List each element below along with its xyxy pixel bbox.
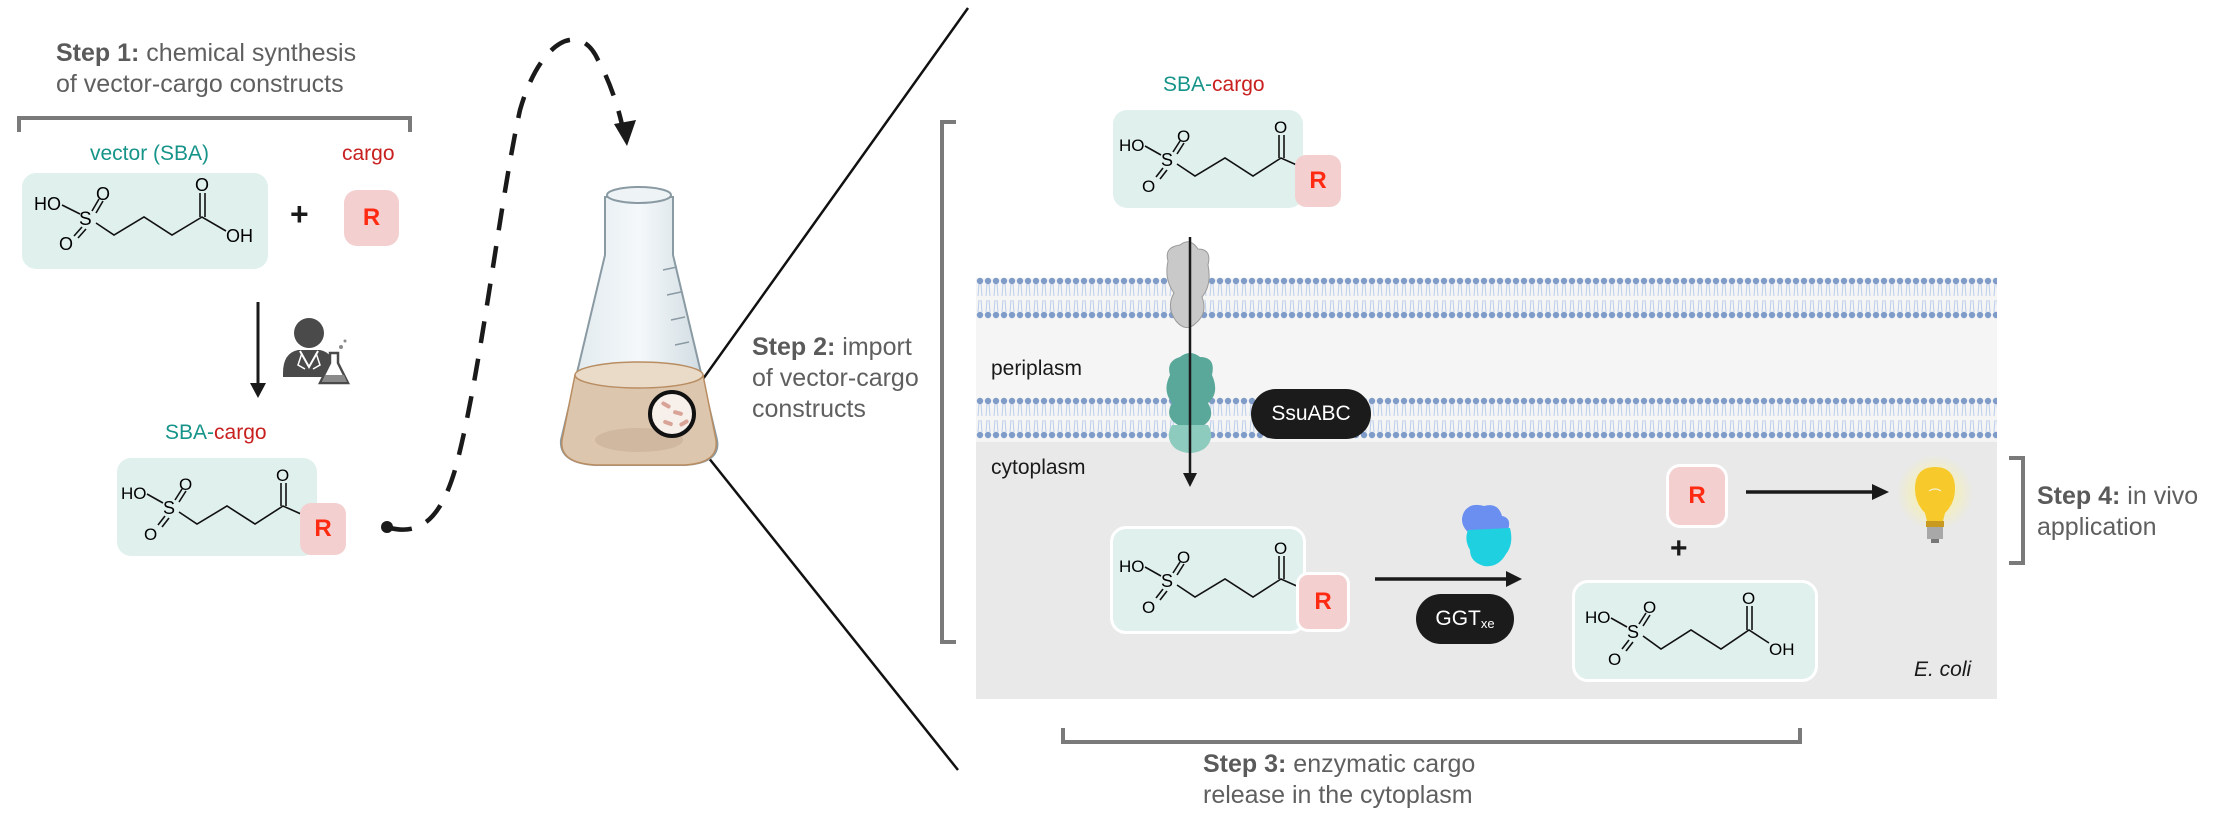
atom-ho: HO bbox=[34, 194, 61, 214]
lightbulb-icon bbox=[1895, 455, 1975, 555]
atom-s: S bbox=[79, 209, 92, 230]
atom-o-bottom: O bbox=[1142, 177, 1155, 196]
atom-ho: HO bbox=[1119, 136, 1145, 155]
step3-line2: release in the cytoplasm bbox=[1203, 781, 1473, 809]
sba-cargo-structure: HO S O O O bbox=[1119, 539, 1300, 617]
vector-label: vector (SBA) bbox=[90, 142, 210, 165]
cargo-r-group-left: R bbox=[300, 503, 346, 555]
cargo-text: cargo bbox=[1212, 73, 1265, 96]
step3-bracket bbox=[1061, 728, 1802, 744]
atom-s: S bbox=[1161, 571, 1173, 591]
dash-text: - bbox=[1205, 73, 1213, 96]
vector-sba-molecule: HO S O O O OH bbox=[22, 173, 268, 269]
transfer-arrowhead bbox=[614, 120, 636, 146]
step3-label: Step 3: enzymatic cargo release in the c… bbox=[1203, 749, 1475, 811]
dash-text: - bbox=[207, 421, 215, 444]
zoom-line-bottom bbox=[687, 431, 959, 771]
inner-membrane bbox=[976, 396, 1997, 440]
sba-cargo-structure: HO S O O O bbox=[1119, 118, 1300, 196]
atom-o-carbonyl: O bbox=[1274, 539, 1287, 558]
step1-line2: of vector-cargo constructs bbox=[56, 70, 344, 98]
sba-structure: HO S O O O OH bbox=[34, 175, 253, 254]
step1-bracket bbox=[17, 116, 412, 132]
atom-ho: HO bbox=[121, 484, 147, 503]
sba-cargo-molecule-left: HO S O O O bbox=[117, 458, 317, 556]
hydrolysis-arrow-group bbox=[1375, 504, 1522, 587]
atom-s: S bbox=[1627, 622, 1639, 642]
flask-icon bbox=[555, 175, 725, 470]
ssuabc-label: SsuABC bbox=[1251, 389, 1371, 439]
sba-text: SBA bbox=[1163, 73, 1206, 96]
atom-o-bottom: O bbox=[1142, 598, 1155, 617]
step2-title: Step 2: bbox=[752, 333, 836, 361]
step2-bracket bbox=[940, 120, 956, 644]
atom-o-bottom: O bbox=[144, 525, 157, 544]
transfer-dashed-arrow bbox=[389, 37, 625, 532]
atom-s: S bbox=[1161, 150, 1173, 170]
sba-cargo-label-left: SBA-cargo bbox=[165, 421, 267, 445]
cargo-r-group-cytoplasm: R bbox=[1296, 572, 1350, 632]
atom-ho: HO bbox=[1585, 608, 1611, 627]
outer-membrane bbox=[976, 276, 1997, 320]
synthesis-arrowhead bbox=[250, 383, 266, 398]
step2-line1: import bbox=[835, 333, 912, 361]
atom-o-carbonyl: O bbox=[276, 466, 289, 485]
plus-sign-cytoplasm: + bbox=[1670, 532, 1688, 565]
step4-bracket bbox=[2009, 456, 2025, 565]
sba-cargo-molecule-top: HO S O O O bbox=[1113, 110, 1303, 208]
sba-structure: HO S O O O OH bbox=[1585, 589, 1795, 669]
step3-line1: enzymatic cargo bbox=[1286, 750, 1476, 778]
ggt-main-text: GGT bbox=[1435, 607, 1481, 630]
atom-o-carbonyl: O bbox=[195, 175, 209, 195]
step3-title: Step 3: bbox=[1203, 750, 1287, 778]
sba-cargo-structure: HO S O O O bbox=[121, 466, 302, 544]
atom-o-top: O bbox=[96, 184, 110, 204]
cargo-r-group: R bbox=[344, 190, 399, 246]
step1-title: Step 1: bbox=[56, 39, 140, 67]
atom-o-bottom: O bbox=[1608, 650, 1621, 669]
atom-o-top: O bbox=[1643, 598, 1656, 617]
atom-o-carbonyl: O bbox=[1742, 589, 1755, 608]
bacteria-magnifier bbox=[648, 390, 696, 438]
cargo-r-group-top: R bbox=[1295, 155, 1341, 207]
step4-line2: application bbox=[2037, 513, 2157, 541]
cargo-text: cargo bbox=[214, 421, 267, 444]
step1-line1: chemical synthesis bbox=[139, 39, 357, 67]
plus-sign-step1: + bbox=[290, 196, 309, 232]
enzyme-protein-icon bbox=[1462, 504, 1512, 567]
cargo-label: cargo bbox=[342, 142, 395, 165]
atom-oh: OH bbox=[1769, 640, 1795, 659]
step2-line2: of vector-cargo bbox=[752, 364, 919, 392]
atom-oh: OH bbox=[226, 226, 253, 246]
step4-line1: in vivo bbox=[2120, 482, 2199, 510]
step2-line3: constructs bbox=[752, 395, 866, 423]
atom-o-carbonyl: O bbox=[1274, 118, 1287, 137]
outer-membrane-protein-icon bbox=[1166, 241, 1210, 328]
step2-label: Step 2: import of vector-cargo construct… bbox=[752, 332, 919, 425]
sba-text: SBA bbox=[165, 421, 208, 444]
cytoplasm-label: cytoplasm bbox=[991, 456, 1086, 479]
atom-ho: HO bbox=[1119, 557, 1145, 576]
sba-cargo-molecule-cytoplasm: HO S O O O bbox=[1110, 526, 1306, 634]
zoom-line-top bbox=[686, 7, 970, 401]
import-pathway bbox=[1166, 237, 1216, 487]
released-cargo-r: R bbox=[1666, 464, 1728, 528]
ggt-subscript: xe bbox=[1480, 615, 1495, 631]
periplasm-label: periplasm bbox=[991, 357, 1083, 380]
step1-label: Step 1: chemical synthesis of vector-car… bbox=[56, 38, 356, 100]
scientist-icon bbox=[280, 313, 351, 389]
step4-label: Step 4: in vivo application bbox=[2037, 481, 2198, 543]
sba-cargo-label-top: SBA-cargo bbox=[1163, 73, 1265, 97]
application-arrow bbox=[1746, 484, 1889, 500]
atom-s: S bbox=[163, 498, 175, 518]
organism-label: E. coli bbox=[1914, 658, 1972, 681]
released-sba-molecule: HO S O O O OH bbox=[1572, 580, 1818, 682]
atom-o-bottom: O bbox=[59, 234, 73, 254]
step4-title: Step 4: bbox=[2037, 482, 2121, 510]
